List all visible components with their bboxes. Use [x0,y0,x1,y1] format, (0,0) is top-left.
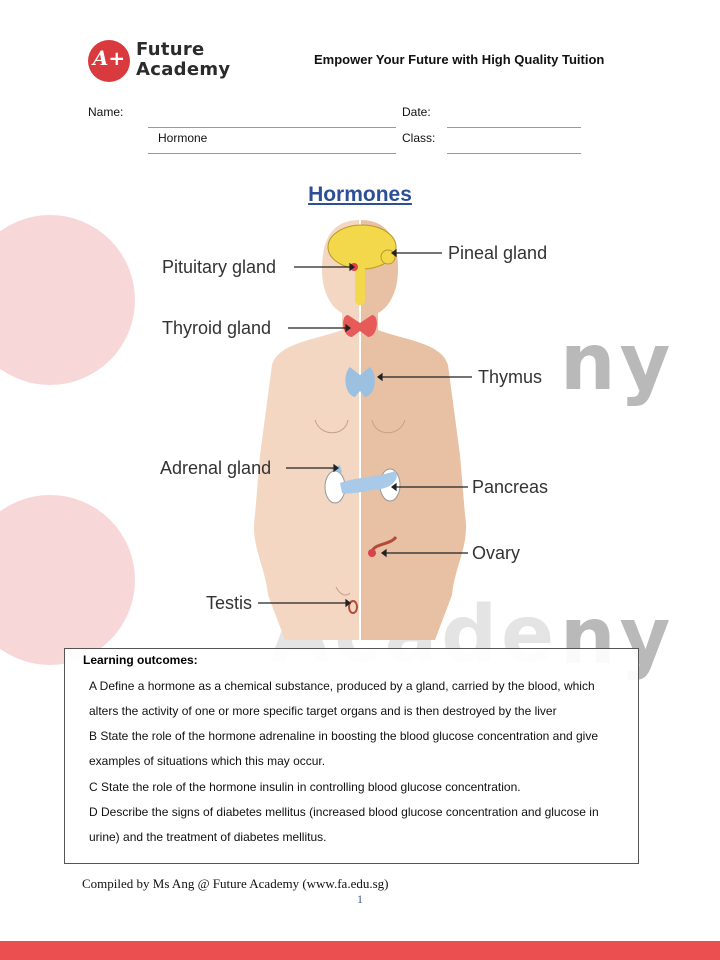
outcome-line: examples of situations which this may oc… [89,754,325,768]
logo-mark: A+ [88,46,130,70]
label-pancreas: Pancreas [472,477,548,497]
name-label: Name: [88,105,123,119]
learning-outcomes-box: Learning outcomes: A Define a hormone as… [64,648,639,864]
label-pituitary: Pituitary gland [162,257,276,277]
date-label: Date: [402,105,431,119]
bottom-accent-bar [0,941,720,960]
watermark-text-top: ny [560,318,674,408]
topic-line [148,153,396,154]
label-adrenal: Adrenal gland [160,458,271,478]
logo-text: Future Academy [136,40,230,80]
outcome-line: A Define a hormone as a chemical substan… [89,679,595,693]
outcome-line: B State the role of the hormone adrenali… [89,729,598,743]
endocrine-diagram: Pituitary gland Thyroid gland Pineal gla… [150,215,570,645]
class-label: Class: [402,131,435,145]
label-thyroid: Thyroid gland [162,318,271,338]
logo-line-2: Academy [136,60,230,80]
date-line [447,127,581,128]
tagline: Empower Your Future with High Quality Tu… [314,52,604,67]
outcome-line: alters the activity of one or more speci… [89,704,557,718]
footer-compiled-by: Compiled by Ms Ang @ Future Academy (www… [82,876,388,892]
logo-icon: A+ [88,40,130,82]
watermark-logo-bottom [0,495,135,665]
name-line [148,127,396,128]
label-ovary: Ovary [472,543,520,563]
class-line [447,153,581,154]
ovary-dot-icon [368,549,376,557]
label-testis: Testis [206,593,252,613]
outcome-line: D Describe the signs of diabetes mellitu… [89,805,599,819]
learning-outcomes-heading: Learning outcomes: [83,653,198,667]
label-thymus: Thymus [478,367,542,387]
outcome-line: C State the role of the hormone insulin … [89,780,521,794]
logo-line-1: Future [136,40,230,60]
topic-value: Hormone [158,131,207,145]
outcome-line: urine) and the treatment of diabetes mel… [89,830,326,844]
page-title: Hormones [0,183,720,207]
label-pineal: Pineal gland [448,243,547,263]
page-number: 1 [0,892,720,907]
watermark-logo-top [0,215,135,385]
